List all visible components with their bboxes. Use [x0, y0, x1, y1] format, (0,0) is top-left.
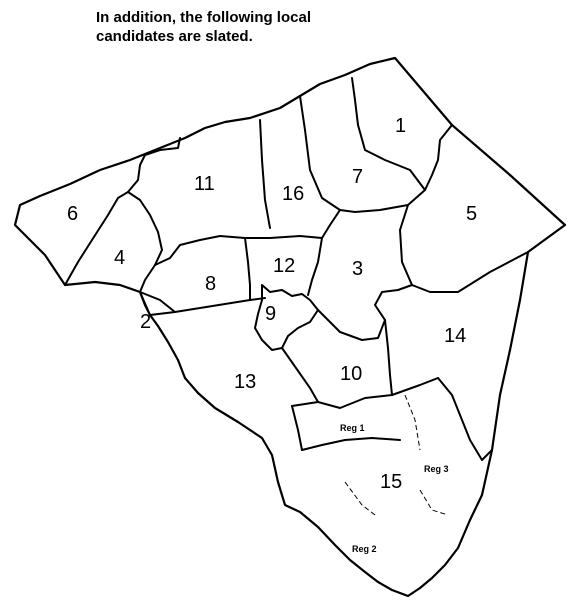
- district-label-7: 7: [352, 166, 363, 188]
- district-label-2: 2: [140, 311, 151, 333]
- subregion-label-reg-3: Reg 3: [424, 464, 449, 474]
- district-label-13: 13: [234, 371, 256, 393]
- subregion-labels: Reg 1 Reg 2 Reg 3: [340, 423, 449, 554]
- district-label-16: 16: [282, 183, 304, 205]
- district-labels: 1 2 3 4 5 6 7 8 9 10 11 12 13 14 15 16: [67, 115, 477, 493]
- district-label-10: 10: [340, 363, 362, 385]
- district-label-4: 4: [114, 247, 125, 269]
- district-label-3: 3: [352, 258, 363, 280]
- caption: In addition, the following local candida…: [96, 8, 456, 46]
- district-label-8: 8: [205, 273, 216, 295]
- district-label-6: 6: [67, 203, 78, 225]
- caption-line-1: In addition, the following local: [96, 9, 311, 26]
- district-label-9: 9: [265, 303, 276, 325]
- county-outline: [13, 56, 567, 598]
- district-label-15: 15: [380, 471, 402, 493]
- subregion-boundaries: [344, 394, 449, 516]
- district-label-1: 1: [395, 115, 406, 137]
- subregion-label-reg-1: Reg 1: [340, 423, 365, 433]
- district-boundaries: [64, 77, 529, 461]
- caption-line-2: candidates are slated.: [96, 28, 253, 45]
- district-label-5: 5: [466, 203, 477, 225]
- district-label-11: 11: [194, 173, 215, 195]
- district-label-12: 12: [273, 255, 295, 277]
- district-label-14: 14: [444, 325, 466, 347]
- subregion-label-reg-2: Reg 2: [352, 544, 377, 554]
